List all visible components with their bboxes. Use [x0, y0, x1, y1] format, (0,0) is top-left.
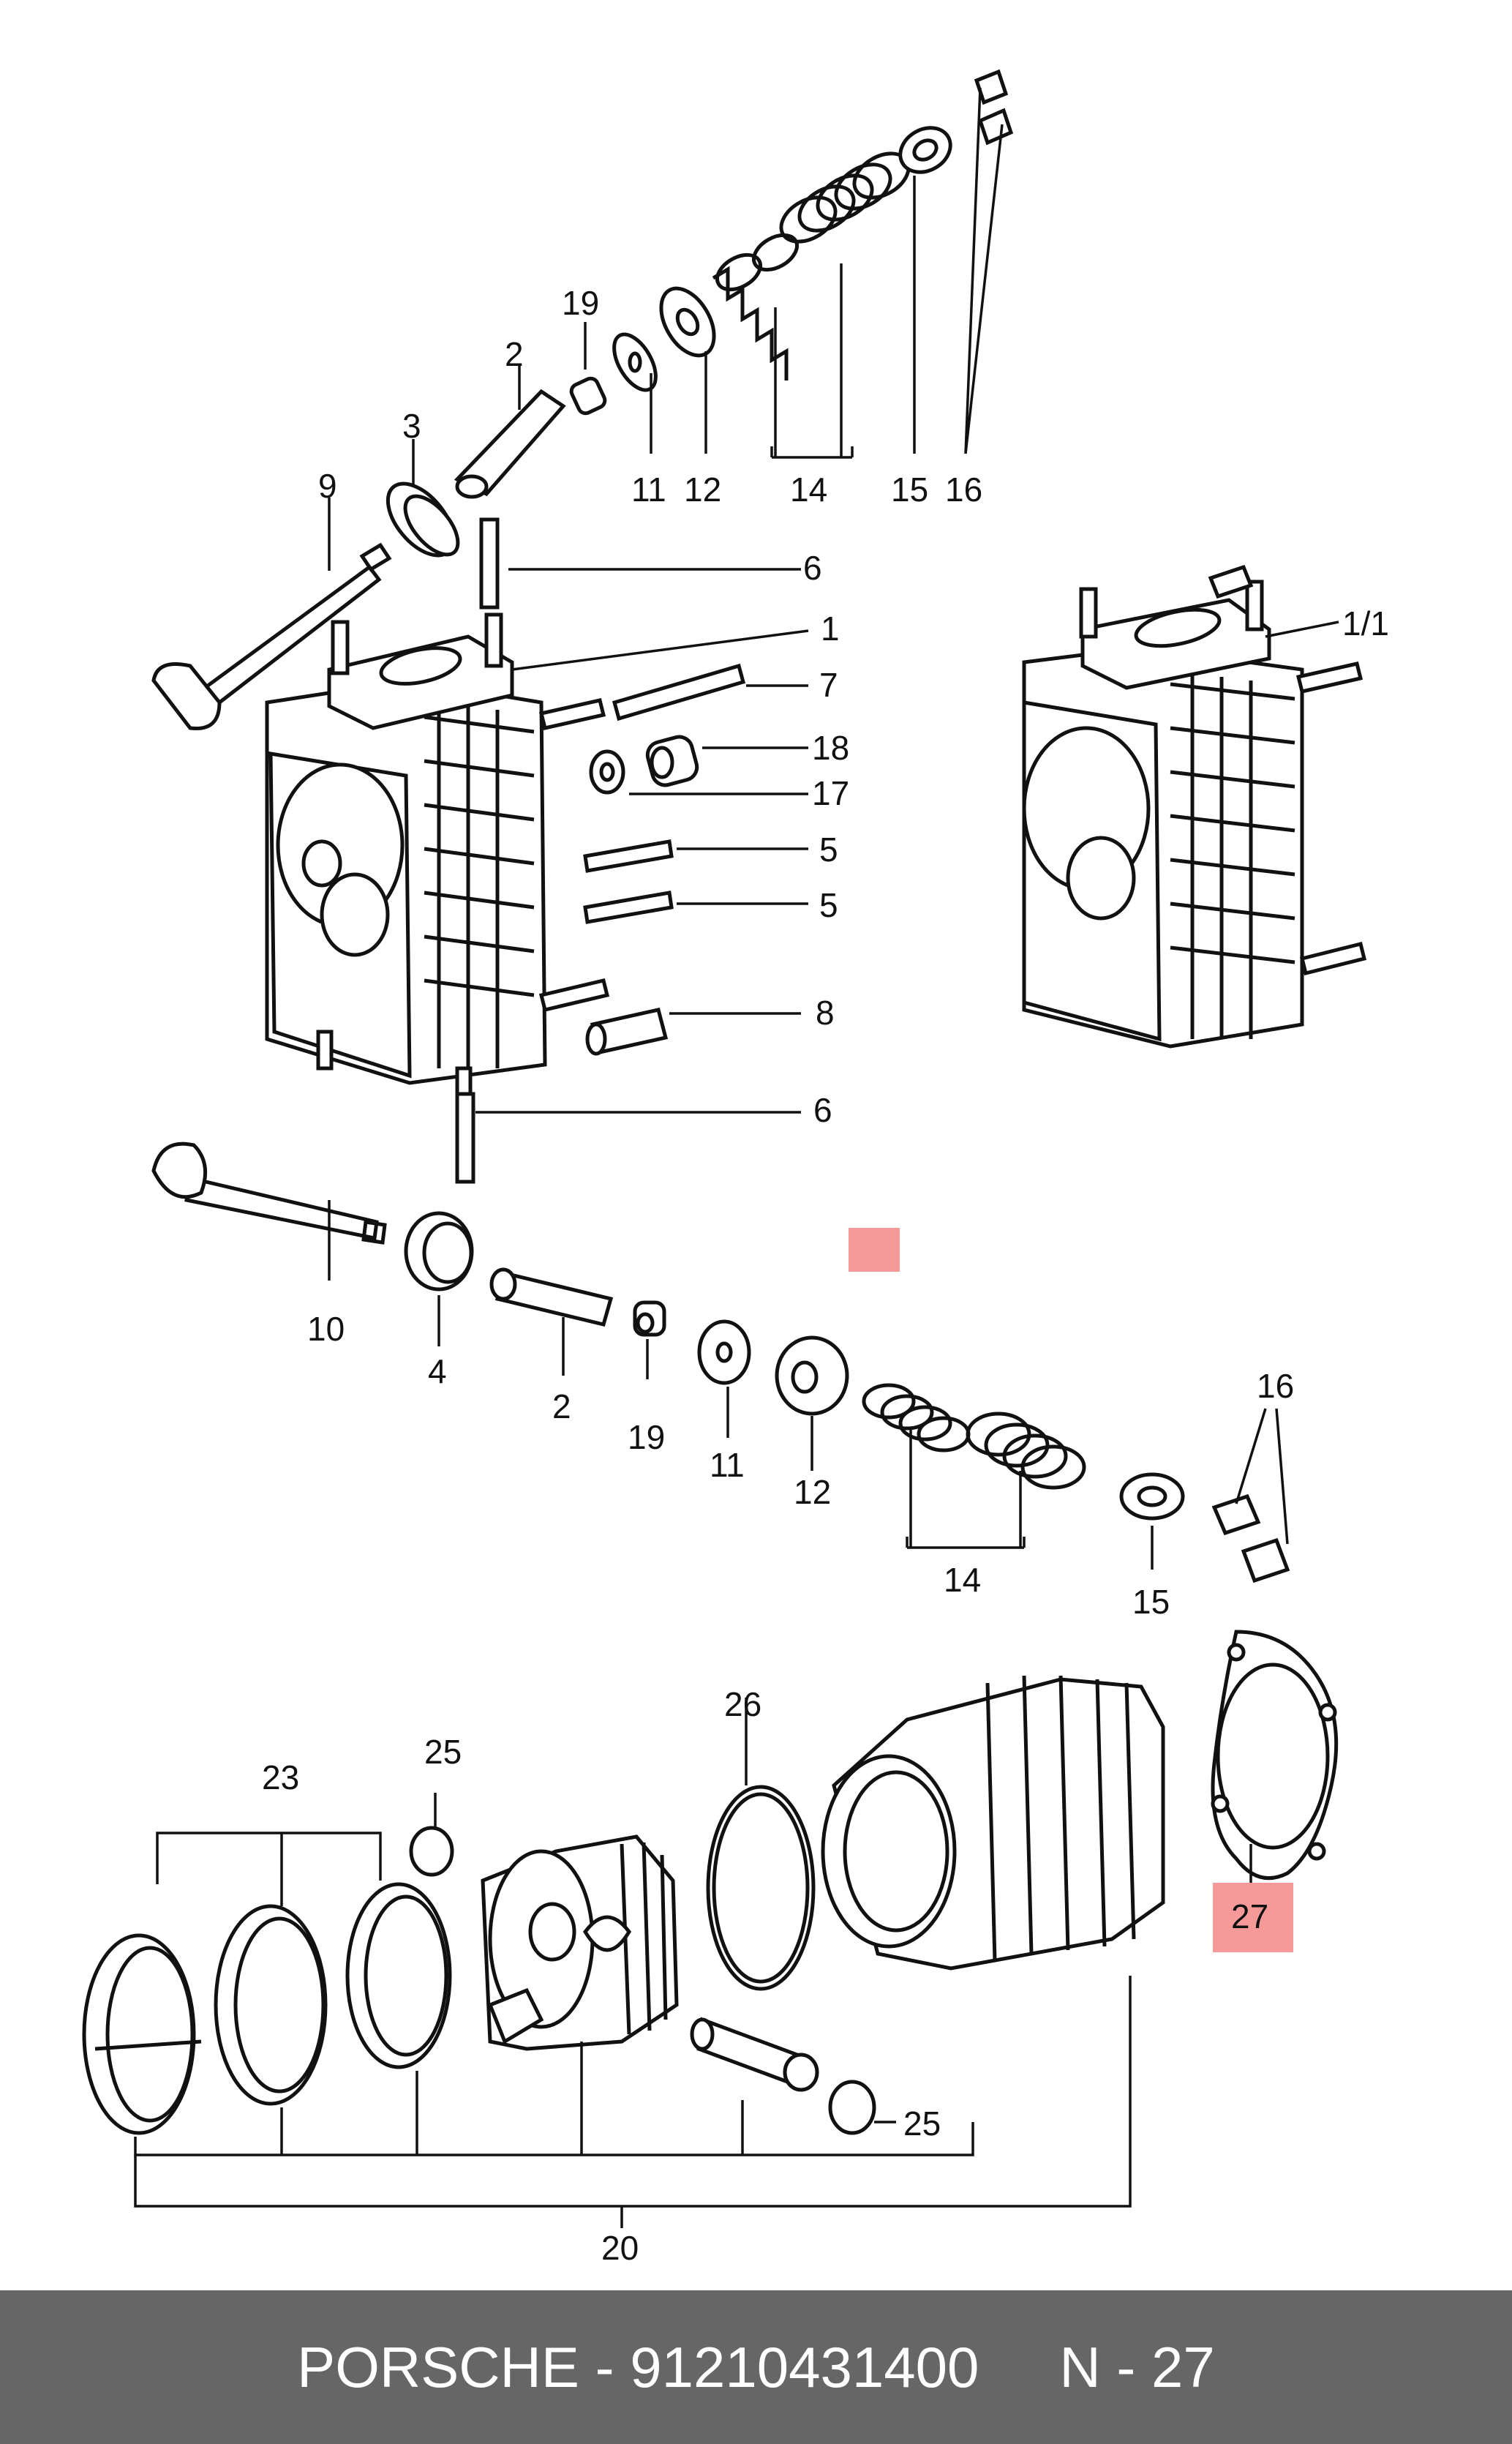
label-8: 8 — [816, 994, 835, 1032]
spring-retainer-top — [898, 126, 952, 174]
label-10: 10 — [307, 1310, 345, 1348]
valve-seat-ring-bottom — [404, 1211, 474, 1292]
spring-retainer-bottom — [1119, 1472, 1185, 1521]
label-18: 18 — [812, 729, 849, 767]
label-6-bottom: 6 — [813, 1091, 832, 1129]
label-16-top: 16 — [945, 471, 982, 509]
valve-spring-inner-top — [712, 233, 799, 381]
stud-5-a — [583, 839, 674, 873]
label-15-top: 15 — [891, 471, 928, 509]
label-7: 7 — [819, 666, 838, 704]
nut-18 — [645, 735, 699, 787]
guide-seal-top — [569, 376, 607, 416]
label-4: 4 — [428, 1352, 447, 1390]
circlip-25-top — [409, 1826, 454, 1877]
valve-seat-ring — [385, 481, 460, 558]
label-27: 27 — [1231, 1897, 1268, 1935]
label-5-a: 5 — [819, 831, 838, 869]
valve-guide-bottom — [489, 1267, 614, 1327]
label-5-b: 5 — [819, 886, 838, 924]
label-2-top: 2 — [505, 335, 524, 373]
piston-ring-1 — [82, 1933, 202, 2135]
label-17: 17 — [812, 774, 849, 812]
exploded-parts-diagram: 19 2 3 9 11 12 14 15 16 6 1 1/1 7 18 17 … — [82, 69, 1389, 2267]
brand-part-number: PORSCHE - 91210431400 — [297, 2334, 979, 2399]
label-15-bottom: 15 — [1132, 1583, 1170, 1621]
intake-valve — [151, 1142, 387, 1245]
label-3: 3 — [402, 407, 421, 445]
highlight-marker-center — [849, 1228, 900, 1272]
piston-ring-3 — [345, 1882, 452, 2069]
o-ring-26 — [706, 1785, 816, 1991]
valve-spring-outer-bottom — [966, 1412, 1086, 1490]
label-19-top: 19 — [562, 284, 599, 322]
label-2-bottom: 2 — [552, 1387, 571, 1425]
gasket-27 — [1211, 1630, 1339, 1881]
label-25-bottom: 25 — [903, 2104, 941, 2143]
cylinder-head-right — [1022, 564, 1367, 1049]
label-25-top: 25 — [424, 1733, 462, 1771]
spring-seat-bottom — [775, 1335, 849, 1416]
label-11-top: 11 — [631, 471, 666, 509]
label-9: 9 — [318, 467, 337, 505]
valve-spring-inner-bottom — [862, 1383, 971, 1452]
piston-ring-2 — [214, 1904, 328, 2106]
label-6-top: 6 — [803, 549, 822, 587]
label-12-bottom: 12 — [794, 1473, 831, 1511]
cylinder-head-left — [265, 612, 610, 1100]
washer-top — [612, 332, 658, 392]
highlight-marker-27 — [1213, 1883, 1293, 1952]
part-caption-bar: PORSCHE - 91210431400 N - 27 — [0, 2290, 1512, 2444]
guide-seal-bottom — [633, 1300, 666, 1337]
sleeve-8 — [585, 1008, 669, 1056]
stud-5-b — [583, 891, 674, 924]
stud-6-top — [479, 517, 500, 610]
top-valve-train — [151, 69, 1014, 731]
valve-spring-outer-top — [779, 151, 911, 244]
exhaust-valve — [151, 542, 392, 731]
label-16-bottom: 16 — [1257, 1367, 1294, 1405]
washer-17 — [589, 749, 625, 795]
circlip-25-bottom — [828, 2080, 876, 2135]
stud-7 — [612, 663, 746, 721]
valve-keepers-top — [974, 69, 1014, 146]
label-23: 23 — [262, 1758, 299, 1796]
valve-guide-top — [454, 389, 566, 499]
label-1: 1 — [821, 610, 840, 648]
label-14-bottom: 14 — [944, 1561, 981, 1599]
label-26: 26 — [724, 1685, 761, 1723]
label-20: 20 — [601, 2229, 639, 2267]
piston-pin — [690, 2017, 819, 2092]
cylinder-barrel — [821, 1675, 1165, 1971]
spring-seat-top — [659, 286, 716, 358]
diagram-reference: N - 27 — [1059, 2334, 1215, 2399]
valve-keepers-bottom — [1211, 1493, 1290, 1583]
piston — [481, 1834, 679, 2051]
label-11-bottom: 11 — [710, 1446, 745, 1484]
stud-6-bottom — [455, 1092, 475, 1184]
washer-bottom — [697, 1319, 751, 1385]
label-19-bottom: 19 — [628, 1418, 665, 1456]
label-1-1: 1/1 — [1342, 604, 1389, 642]
label-14-top: 14 — [790, 471, 827, 509]
label-12-top: 12 — [684, 471, 721, 509]
